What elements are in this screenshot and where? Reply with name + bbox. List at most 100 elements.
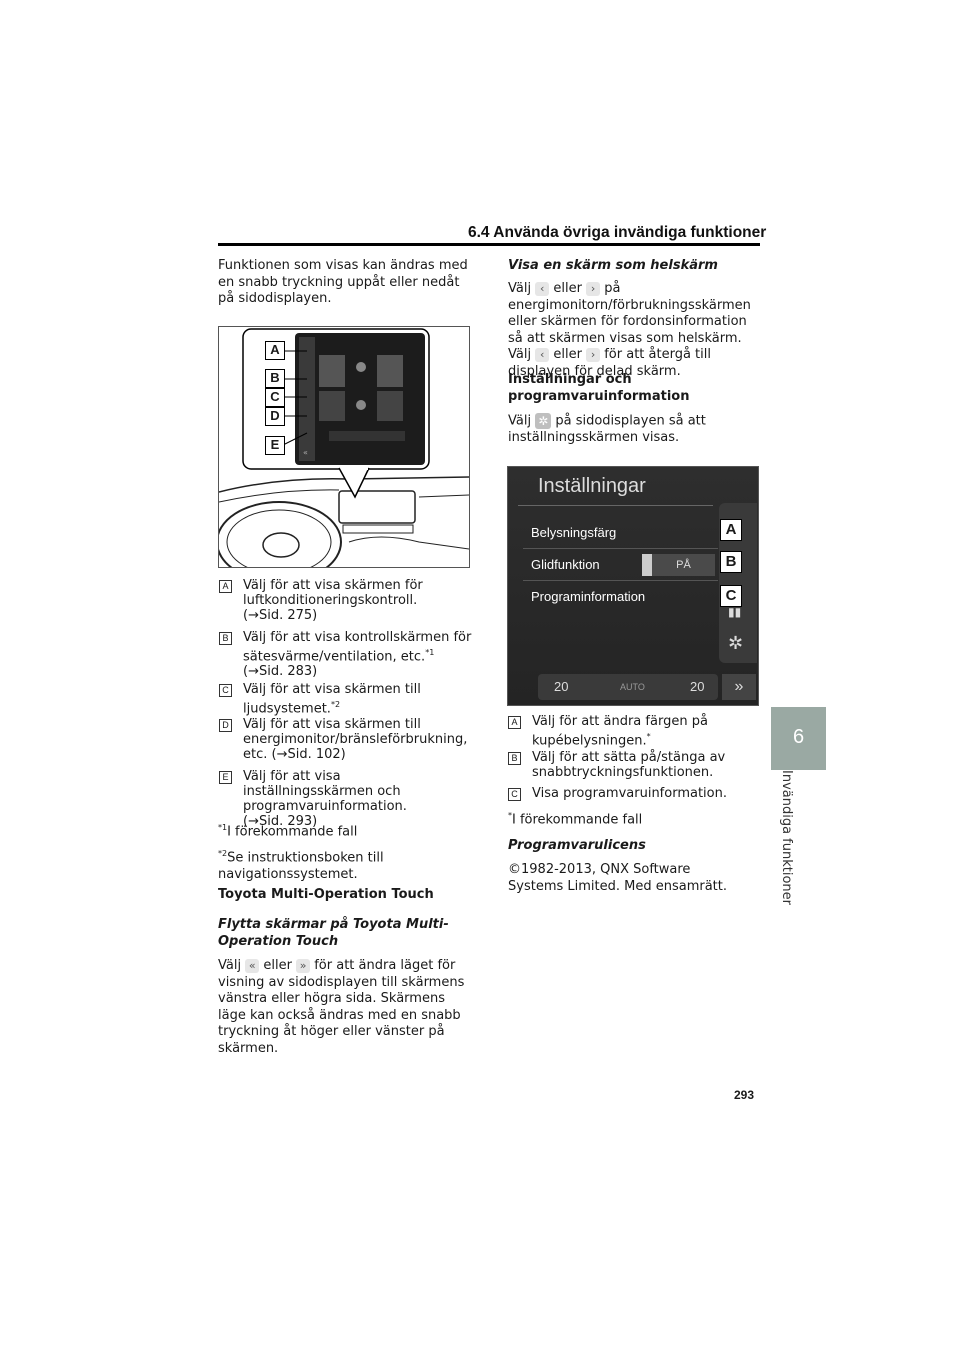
footnote-mark: *1 xyxy=(218,823,228,832)
callout-a: A xyxy=(720,519,742,541)
footnote-mark: *2 xyxy=(218,849,228,858)
item-text: Visa programvaruinformation. xyxy=(532,786,727,801)
move-screens-paragraph: Välj « eller » för att ändra läget för v… xyxy=(218,958,473,1058)
item-sup: *2 xyxy=(330,700,341,709)
callout-e: E xyxy=(265,436,285,455)
item-ref: (→Sid. 283) xyxy=(243,664,318,680)
bar-chart-icon[interactable]: ▮▮ xyxy=(728,605,742,619)
para-text: för att återgå till displayen för delad … xyxy=(508,347,711,379)
toggle-switch[interactable]: PÅ xyxy=(652,554,715,576)
dashboard-illustration: « xyxy=(219,328,469,567)
footnote-text: I förekommande fall xyxy=(227,824,358,840)
item-label: A xyxy=(219,580,232,593)
svg-text:«: « xyxy=(303,448,308,457)
list-item: D Välj för att visa skärmen till energim… xyxy=(219,717,474,762)
row-glidfunktion[interactable]: Glidfunktion xyxy=(531,557,600,572)
subheading-fullscreen: Visa en skärm som helskärm xyxy=(508,258,718,273)
row-divider xyxy=(523,580,718,581)
para-text: Välj xyxy=(508,413,532,429)
settings-screen-figure: Inställningar Belysningsfärg Glidfunktio… xyxy=(507,466,759,706)
list-item: B Välj för att sätta på/stänga av snabbt… xyxy=(508,750,758,780)
callout-c: C xyxy=(265,388,285,407)
footnote-1: *1I förekommande fall xyxy=(218,820,473,841)
footnote-mark: * xyxy=(508,811,512,820)
subheading-move-screens: Flytta skärmar på Toyota Multi-Operation… xyxy=(218,917,449,949)
para-text: eller xyxy=(553,281,582,296)
temp-right: 20 xyxy=(690,679,705,694)
item-sup: *1 xyxy=(425,648,435,657)
double-chevron-right-icon[interactable]: » xyxy=(722,674,756,700)
para-text: eller xyxy=(263,958,292,973)
settings-paragraph: Välj ✲ på sidodisplayen så att inställni… xyxy=(508,413,758,447)
license-text: ©1982-2013, QNX Software Systems Limited… xyxy=(508,862,728,894)
item-text: Välj för att visa inställningsskärmen oc… xyxy=(243,769,407,814)
fullscreen-paragraph: Välj ‹ eller › på energimonitorn/förbruk… xyxy=(508,281,758,381)
item-label: E xyxy=(219,771,232,784)
footnote-text: I förekommande fall xyxy=(512,812,643,828)
footnote-right: *I förekommande fall xyxy=(508,808,758,829)
chevron-right-icon: › xyxy=(586,281,601,296)
climate-bar xyxy=(538,674,718,700)
item-text: Välj för att visa kontrollskärmen för sä… xyxy=(243,630,472,665)
callout-b: B xyxy=(265,369,285,388)
page-number: 293 xyxy=(734,1088,755,1102)
heading-license: Programvarulicens xyxy=(508,838,646,853)
double-chevron-right-icon: » xyxy=(296,958,311,973)
callout-d: D xyxy=(265,407,285,426)
item-label: B xyxy=(219,632,232,645)
heading-multi-operation: Toyota Multi-Operation Touch xyxy=(218,887,434,902)
temp-left: 20 xyxy=(554,679,569,694)
chapter-tab: 6 xyxy=(771,707,826,770)
toggle-indicator xyxy=(642,554,652,576)
item-text: Välj för att visa skärmen för luftkondit… xyxy=(243,578,423,608)
callout-a: A xyxy=(265,341,285,360)
chevron-right-icon: › xyxy=(586,347,601,362)
callout-b: B xyxy=(720,551,742,573)
para-text: på sidodisplayen så att inställningsskär… xyxy=(508,413,706,446)
item-label: C xyxy=(508,788,521,801)
intro-text: Funktionen som visas kan ändras med en s… xyxy=(218,258,468,307)
item-sup: * xyxy=(646,732,651,741)
dashboard-figure: « A B C D E xyxy=(218,326,470,568)
header-rule xyxy=(218,243,760,246)
title-rule xyxy=(518,505,713,506)
list-item: C Välj för att visa skärmen till ljudsys… xyxy=(219,682,474,716)
item-text: Välj för att ändra färgen på kupébelysni… xyxy=(532,714,708,749)
screen-title: Inställningar xyxy=(538,475,646,497)
item-ref: (→Sid. 293) xyxy=(243,814,318,829)
double-chevron-left-icon: « xyxy=(245,958,260,973)
item-text: Välj för att visa skärmen till ljudsyste… xyxy=(243,682,421,717)
item-label: C xyxy=(219,684,232,697)
section-header: 6.4 Använda övriga invändiga funktioner xyxy=(468,224,767,241)
para-text: Välj xyxy=(508,281,532,296)
row-belysningsfarg[interactable]: Belysningsfärg xyxy=(531,525,617,540)
screen-bg xyxy=(508,467,758,705)
chapter-label: Invändiga funktioner xyxy=(779,770,798,910)
item-text: Välj för att visa skärmen till energimon… xyxy=(243,717,468,762)
item-text: Välj för att sätta på/stänga av snabbtry… xyxy=(532,750,726,780)
para-text: för att ändra läget för visning av sidod… xyxy=(218,958,465,1056)
item-label: D xyxy=(219,719,232,732)
footnote-2: *2Se instruktionsboken till navigationss… xyxy=(218,846,473,884)
para-text: på energimonitorn/förbrukningsskärmen el… xyxy=(508,281,751,363)
callout-c: C xyxy=(720,585,742,607)
para-text: eller xyxy=(553,347,582,363)
item-label: A xyxy=(508,716,521,729)
item-label: B xyxy=(508,752,521,765)
gear-icon[interactable]: ✲ xyxy=(728,633,744,653)
list-item: A Välj för att visa skärmen för luftkond… xyxy=(219,578,474,623)
list-item: A Välj för att ändra färgen på kupébelys… xyxy=(508,714,758,748)
chapter-label-text: Invändiga funktioner xyxy=(779,770,794,906)
chevron-left-icon: ‹ xyxy=(535,281,550,296)
item-ref: (→Sid. 275) xyxy=(243,608,318,623)
auto-label: AUTO xyxy=(620,682,645,692)
heading-settings: Inställningar och programvaruinformation xyxy=(508,372,690,404)
footnote-text: Se instruktionsboken till navigationssys… xyxy=(218,850,384,882)
para-text: Välj xyxy=(218,958,242,973)
list-item: B Välj för att visa kontrollskärmen för … xyxy=(219,630,474,679)
row-programinformation[interactable]: Programinformation xyxy=(531,589,646,604)
list-item: E Välj för att visa inställningsskärmen … xyxy=(219,769,474,829)
gear-icon: ✲ xyxy=(535,413,552,429)
row-divider xyxy=(523,548,718,549)
chevron-left-icon: ‹ xyxy=(535,347,550,362)
